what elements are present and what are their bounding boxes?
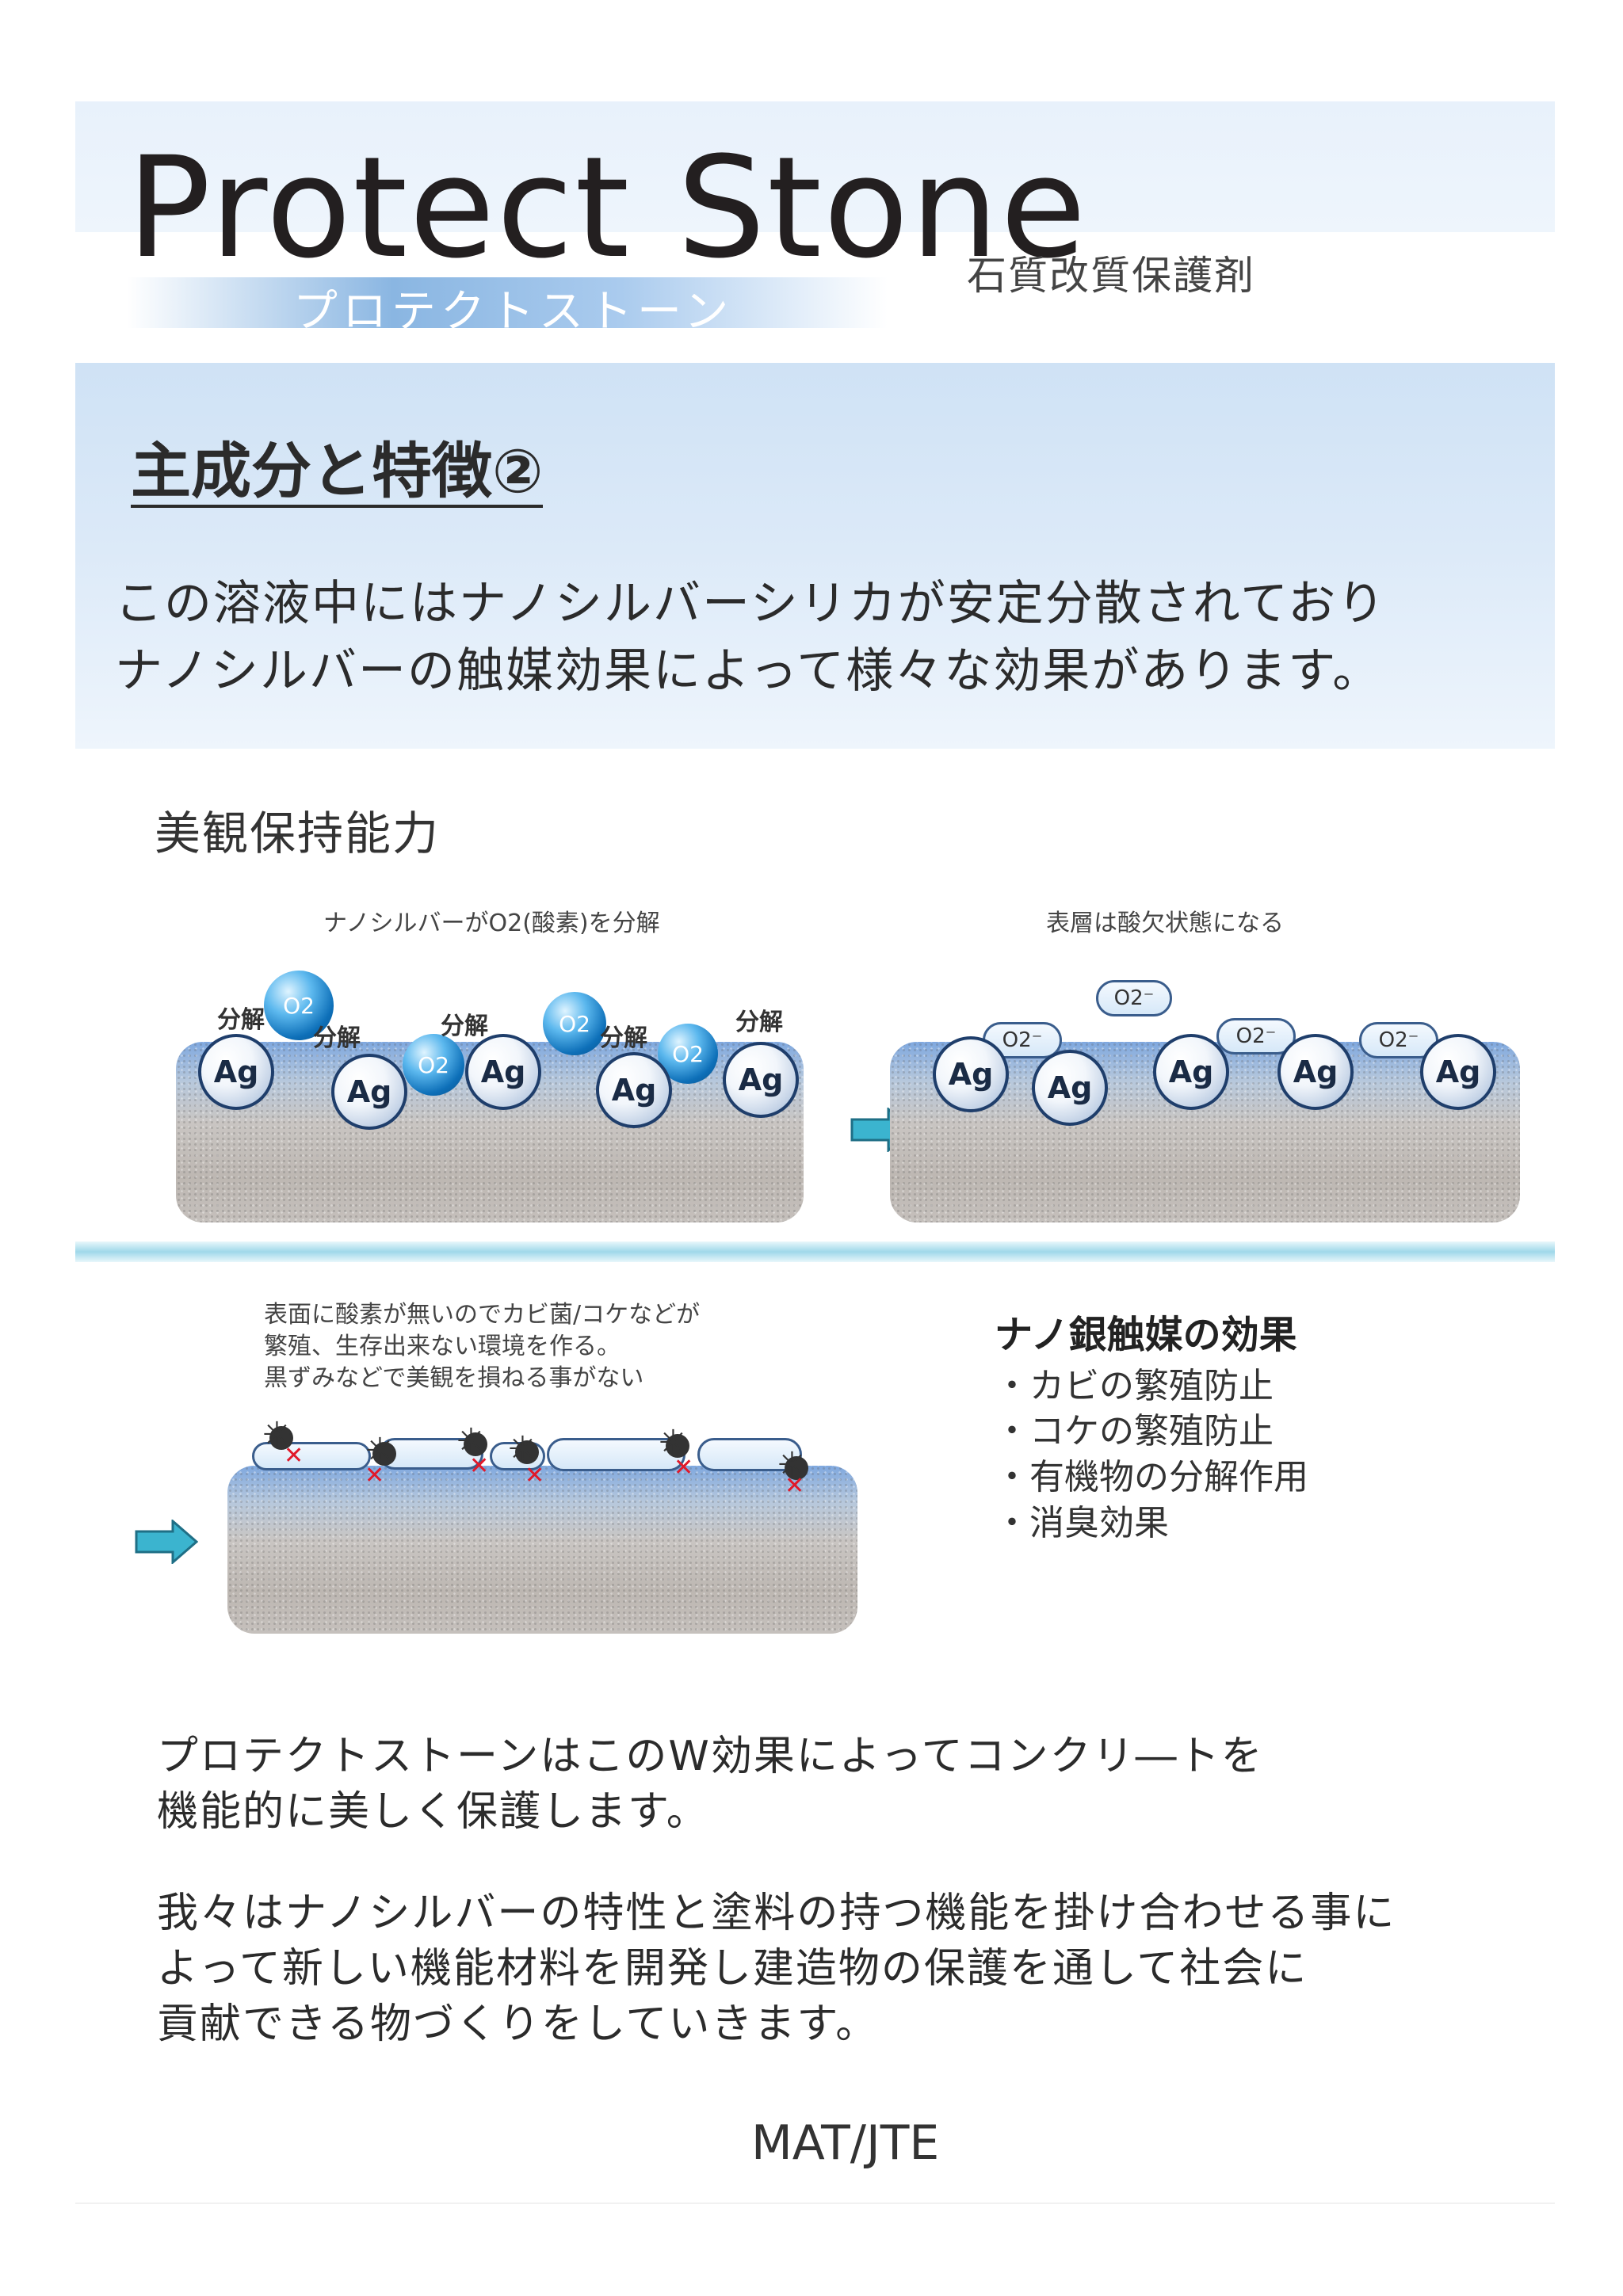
paragraph-line: プロテクトストーンはこのW効果によってコンクリ―トを <box>157 1733 1264 1780</box>
silver-particle: Ag <box>465 1034 541 1110</box>
paragraph-line: 機能的に美しく保護します。 <box>157 1788 709 1836</box>
silver-particle: Ag <box>1032 1050 1108 1126</box>
silver-particle: Ag <box>331 1054 407 1130</box>
silver-particle: Ag <box>1420 1034 1496 1110</box>
intro-line: ナノシルバーの触媒効果によって様々な効果があります。 <box>115 643 1382 699</box>
mold-spore-icon <box>456 1421 487 1462</box>
section-band <box>75 363 1555 749</box>
cross-mark-icon: ✕ <box>284 1442 304 1470</box>
subtitle-bar <box>127 277 888 328</box>
footer-rule <box>75 2203 1555 2204</box>
paragraph-line: 我々はナノシルバーの特性と塗料の持つ機能を掛け合わせる事に <box>157 1890 1396 1937</box>
footer-company: MAT/JTE <box>751 2115 940 2171</box>
decompose-label: 分解 <box>313 1024 361 1052</box>
closing-paragraph-1: プロテクトストーンはこのW効果によってコンクリ―トを 機能的に美しく保護します。 <box>157 1729 1264 1840</box>
section-heading: 主成分と特徴② <box>131 436 544 508</box>
oxygen-molecule: O2 <box>264 971 334 1040</box>
page-title: Protect Stone <box>127 127 1088 289</box>
caption-line: 黒ずみなどで美観を損ねる事がない <box>264 1364 644 1392</box>
paragraph-line: よって新しい機能材料を開発し建造物の保護を通して社会に <box>157 1945 1308 1993</box>
oxygen-molecule: O2 <box>543 992 606 1055</box>
silver-particle: Ag <box>198 1034 274 1110</box>
closing-paragraph-2: 我々はナノシルバーの特性と塗料の持つ機能を掛け合わせる事に よって新しい機能材料… <box>157 1886 1396 2052</box>
mold-spore-icon <box>659 1423 689 1463</box>
silver-particle: Ag <box>596 1052 672 1128</box>
mold-spore-icon <box>262 1415 293 1455</box>
diagram2-caption: 表層は酸欠状態になる <box>1046 910 1284 937</box>
arrow-right-icon <box>135 1520 198 1564</box>
oxygen-molecule: O2 <box>403 1034 464 1096</box>
silver-particle: Ag <box>723 1042 799 1118</box>
diagram1-caption: ナノシルバーがO2(酸素)を分解 <box>323 910 660 937</box>
effects-title: ナノ銀触媒の効果 <box>995 1313 1297 1357</box>
cross-mark-icon: ✕ <box>365 1462 385 1489</box>
product-type: 石質改質保護剤 <box>967 253 1255 299</box>
silver-particle: Ag <box>933 1036 1009 1112</box>
effect-item: ・有機物の分解作用 <box>995 1457 1308 1497</box>
diagram3-caption: 表面に酸素が無いのでカビ菌/コケなどが 繁殖、生存出来ない環境を作る。 黒ずみな… <box>264 1299 700 1394</box>
silver-particle: Ag <box>1153 1034 1229 1110</box>
decompose-label: 分解 <box>735 1009 783 1036</box>
oxygen-ion-cloud: O2⁻ <box>1096 980 1172 1016</box>
effect-item: ・カビの繁殖防止 <box>995 1366 1274 1406</box>
mold-spore-icon <box>508 1429 539 1470</box>
decompose-label: 分解 <box>600 1024 647 1052</box>
sub-heading: 美観保持能力 <box>155 807 441 860</box>
mold-spore-icon <box>777 1445 808 1486</box>
section-divider <box>75 1241 1555 1262</box>
oxygen-ion-cloud: O2⁻ <box>1216 1018 1296 1055</box>
silver-particle: Ag <box>1277 1034 1354 1110</box>
paragraph-line: 貢献できる物づくりをしていきます。 <box>157 2000 879 2048</box>
mold-spore-icon <box>365 1431 396 1471</box>
effect-item: ・コケの繁殖防止 <box>995 1411 1274 1451</box>
cross-mark-icon: ✕ <box>469 1452 490 1480</box>
cross-mark-icon: ✕ <box>525 1462 545 1489</box>
intro-line: この溶液中にはナノシルバーシリカが安定分散されており <box>115 576 1387 631</box>
cross-mark-icon: ✕ <box>674 1454 694 1482</box>
caption-line: 繁殖、生存出来ない環境を作る。 <box>264 1333 621 1360</box>
cross-mark-icon: ✕ <box>785 1472 805 1500</box>
decompose-label: 分解 <box>441 1013 488 1040</box>
decompose-label: 分解 <box>217 1006 265 1034</box>
subtitle-kana: プロテクトストーン <box>293 286 734 338</box>
stone-surface-3 <box>227 1466 857 1634</box>
intro-text: この溶液中にはナノシルバーシリカが安定分散されており ナノシルバーの触媒効果によ… <box>115 570 1386 705</box>
effect-item: ・消臭効果 <box>995 1503 1169 1543</box>
caption-line: 表面に酸素が無いのでカビ菌/コケなどが <box>264 1301 701 1329</box>
